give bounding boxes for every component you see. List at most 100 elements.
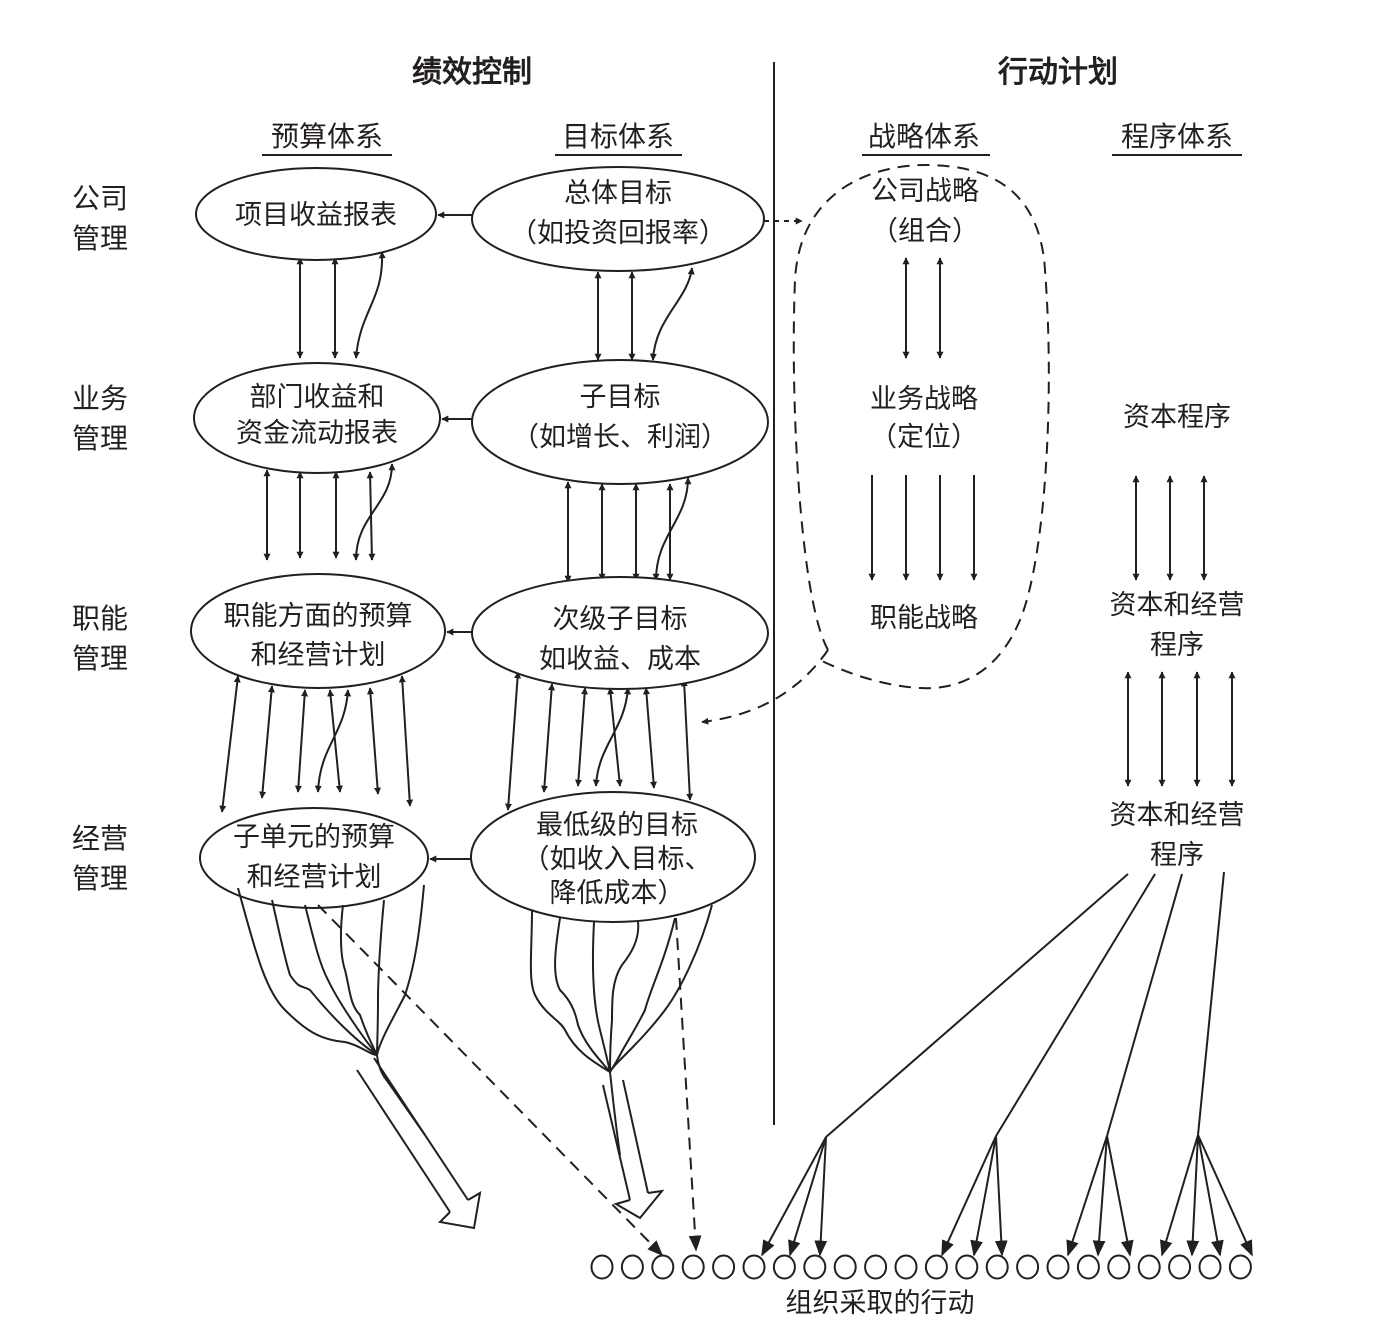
actions-label: 组织采取的行动 bbox=[786, 1288, 975, 1319]
svg-text:职能战略: 职能战略 bbox=[870, 603, 978, 634]
svg-text:资本程序: 资本程序 bbox=[1123, 402, 1231, 433]
strategy-node-functional: 职能战略 bbox=[870, 603, 978, 634]
svg-text:业务战略: 业务战略 bbox=[870, 384, 978, 415]
svg-text:（定位）: （定位） bbox=[870, 422, 978, 453]
svg-text:最低级的目标: 最低级的目标 bbox=[536, 810, 698, 841]
svg-text:职能方面的预算: 职能方面的预算 bbox=[224, 601, 413, 632]
svg-text:公司战略: 公司战略 bbox=[871, 176, 979, 207]
section-title-performance-control: 绩效控制 bbox=[412, 55, 532, 90]
section-title-action-planning: 行动计划 bbox=[997, 55, 1118, 90]
svg-text:子目标: 子目标 bbox=[580, 382, 661, 413]
goal-node-subsub: 次级子目标 如收益、成本 bbox=[471, 576, 769, 690]
action-group-arrows bbox=[761, 1134, 1253, 1257]
action-circle bbox=[833, 1254, 857, 1280]
action-circle bbox=[1137, 1254, 1161, 1280]
budget-node-project-income: 项目收益报表 bbox=[195, 167, 437, 261]
action-circle bbox=[955, 1254, 979, 1280]
svg-text:程序: 程序 bbox=[1150, 630, 1204, 661]
action-circle bbox=[651, 1254, 675, 1280]
svg-text:经营: 经营 bbox=[72, 822, 128, 855]
strategy-node-business: 业务战略 （定位） bbox=[870, 384, 978, 453]
action-circle bbox=[681, 1254, 705, 1280]
svg-text:（如增长、利润）: （如增长、利润） bbox=[512, 422, 728, 453]
svg-text:目标体系: 目标体系 bbox=[562, 120, 674, 153]
goal-node-overall: 总体目标 （如投资回报率） bbox=[471, 166, 765, 272]
budget-arrows-l2-l3 bbox=[263, 463, 396, 561]
action-circles bbox=[590, 1254, 1252, 1280]
svg-text:（如收入目标、: （如收入目标、 bbox=[523, 844, 712, 875]
column-header-strategy: 战略体系 bbox=[862, 120, 990, 156]
budget-to-action-dashed-arrow bbox=[317, 904, 664, 1257]
program-arrows-l2-l3 bbox=[1124, 671, 1236, 787]
level-label-corporate: 公司 管理 bbox=[72, 182, 128, 255]
goal-to-budget-arrows bbox=[429, 211, 472, 863]
svg-text:次级子目标: 次级子目标 bbox=[553, 604, 688, 635]
program-node-capital-operating-1: 资本和经营 程序 bbox=[1110, 590, 1245, 661]
svg-text:如收益、成本: 如收益、成本 bbox=[539, 644, 701, 675]
svg-text:职能: 职能 bbox=[72, 602, 128, 635]
svg-text:项目收益报表: 项目收益报表 bbox=[235, 200, 397, 231]
column-header-program: 程序体系 bbox=[1112, 120, 1242, 156]
budget-arrows-l3-l4 bbox=[219, 675, 414, 813]
svg-text:战略体系: 战略体系 bbox=[868, 120, 980, 153]
action-circle bbox=[894, 1254, 918, 1280]
action-circle bbox=[864, 1254, 888, 1280]
level-label-operational: 经营 管理 bbox=[72, 822, 128, 895]
strategy-node-corporate: 公司战略 （组合） bbox=[871, 176, 979, 247]
svg-text:程序: 程序 bbox=[1150, 840, 1204, 871]
svg-text:资本和经营: 资本和经营 bbox=[1110, 590, 1245, 621]
action-circle bbox=[1228, 1254, 1252, 1280]
svg-text:业务: 业务 bbox=[72, 382, 128, 415]
svg-text:子单元的预算: 子单元的预算 bbox=[233, 822, 395, 853]
svg-text:公司: 公司 bbox=[72, 182, 128, 215]
action-circle bbox=[924, 1254, 948, 1280]
action-circle bbox=[1076, 1254, 1100, 1280]
goal-node-lowest: 最低级的目标 （如收入目标、 降低成本） bbox=[470, 791, 756, 923]
svg-text:预算体系: 预算体系 bbox=[271, 120, 383, 153]
budget-node-division-income: 部门收益和 资金流动报表 bbox=[193, 362, 441, 474]
svg-text:和经营计划: 和经营计划 bbox=[247, 862, 382, 893]
strategy-to-goal-arrow bbox=[701, 649, 829, 725]
program-node-capital-operating-2: 资本和经营 程序 bbox=[1110, 800, 1245, 871]
action-circle bbox=[1107, 1254, 1131, 1280]
level-label-functional: 职能 管理 bbox=[72, 602, 128, 675]
strategy-boundary bbox=[792, 163, 1050, 690]
action-circle bbox=[590, 1254, 614, 1280]
action-circle bbox=[772, 1254, 796, 1280]
program-node-capital: 资本程序 bbox=[1123, 402, 1231, 433]
goal-arrows-l2-l3 bbox=[564, 477, 692, 583]
budget-output-arrow bbox=[356, 1054, 482, 1230]
program-fan-lines bbox=[825, 871, 1225, 1138]
svg-text:降低成本）: 降低成本） bbox=[550, 878, 685, 909]
action-circle bbox=[620, 1254, 644, 1280]
level-label-business: 业务 管理 bbox=[72, 382, 128, 455]
svg-text:资本和经营: 资本和经营 bbox=[1110, 800, 1245, 831]
action-circle bbox=[985, 1254, 1009, 1280]
strategy-arrows-corp-business bbox=[902, 257, 944, 359]
action-circle bbox=[803, 1254, 827, 1280]
action-circle bbox=[712, 1254, 736, 1280]
action-circle bbox=[1168, 1254, 1192, 1280]
goal-output-arrow bbox=[602, 1071, 665, 1220]
action-circle bbox=[1016, 1254, 1040, 1280]
goal-node-sub: 子目标 （如增长、利润） bbox=[471, 359, 769, 485]
svg-text:（如投资回报率）: （如投资回报率） bbox=[510, 218, 726, 249]
svg-text:程序体系: 程序体系 bbox=[1121, 120, 1233, 153]
budget-node-functional: 职能方面的预算 和经营计划 bbox=[190, 573, 446, 689]
svg-text:管理: 管理 bbox=[72, 222, 128, 255]
budget-node-subunit: 子单元的预算 和经营计划 bbox=[199, 807, 429, 909]
svg-text:管理: 管理 bbox=[72, 862, 128, 895]
svg-text:资金流动报表: 资金流动报表 bbox=[236, 418, 398, 449]
column-header-budget: 预算体系 bbox=[262, 120, 392, 156]
action-circle bbox=[1046, 1254, 1070, 1280]
svg-text:管理: 管理 bbox=[72, 642, 128, 675]
goal-arrows-l1-l2 bbox=[594, 267, 695, 361]
program-arrows-l1-l2 bbox=[1132, 475, 1208, 581]
svg-text:和经营计划: 和经营计划 bbox=[251, 640, 386, 671]
goal-arrows-l3-l4 bbox=[504, 671, 694, 811]
strategy-arrows-business-functional bbox=[868, 475, 978, 581]
column-header-goal: 目标体系 bbox=[555, 120, 682, 156]
action-circle bbox=[1198, 1254, 1222, 1280]
goal-to-action-dashed-arrow bbox=[675, 917, 702, 1252]
